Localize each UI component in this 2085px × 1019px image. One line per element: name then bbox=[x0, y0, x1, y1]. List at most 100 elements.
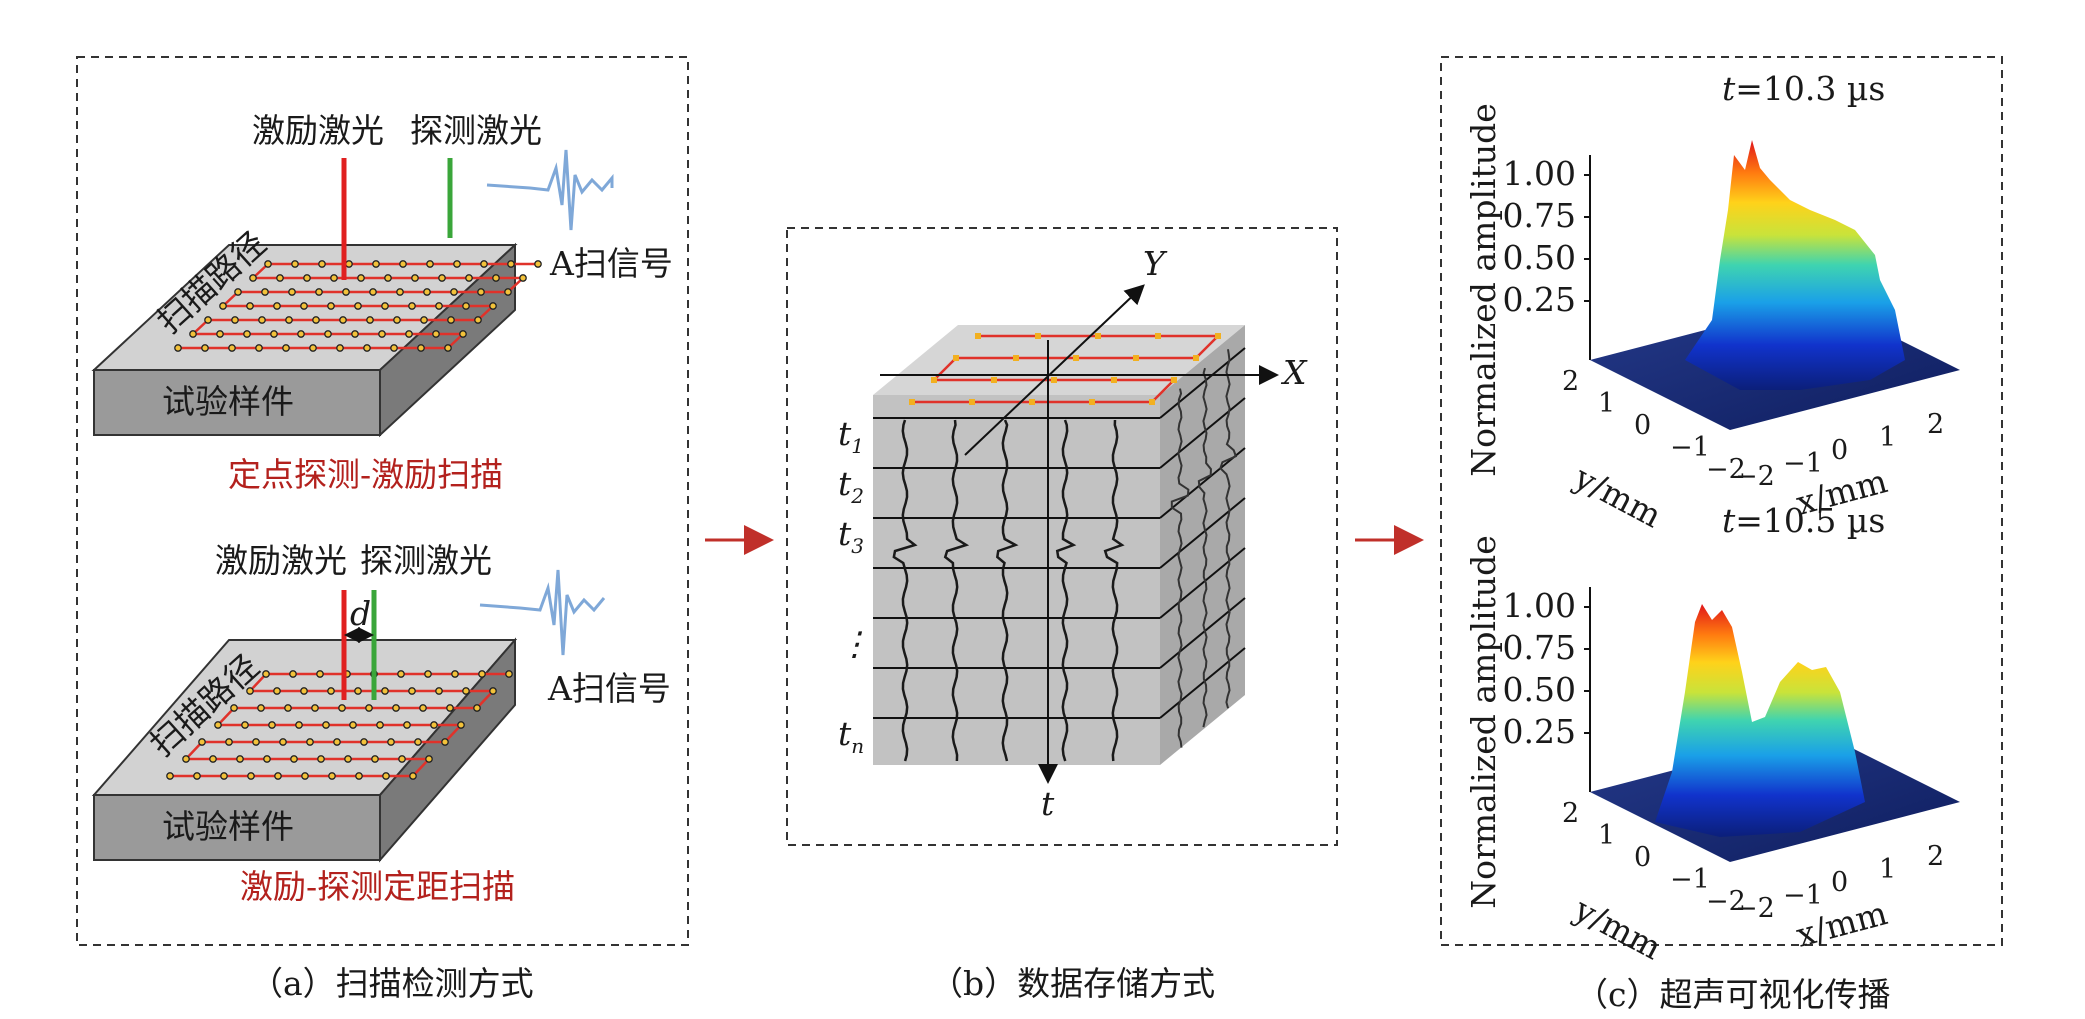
x-tick-label: 1 bbox=[1879, 854, 1896, 885]
ascan-trace bbox=[1170, 388, 1190, 748]
scan-point bbox=[246, 687, 254, 695]
cube-slices bbox=[873, 347, 1246, 762]
scan-point bbox=[290, 755, 298, 763]
scan-point bbox=[462, 687, 470, 695]
scan-point bbox=[300, 687, 308, 695]
scan-point bbox=[408, 302, 416, 310]
z-tick-label: 0.25 bbox=[1503, 280, 1576, 319]
ascan-label: A扫信号 bbox=[549, 244, 673, 283]
scan-point bbox=[975, 333, 981, 339]
scan-point bbox=[249, 274, 257, 282]
scan-point bbox=[931, 377, 937, 383]
scan-point bbox=[1051, 377, 1057, 383]
z-tick-label: 0.25 bbox=[1503, 712, 1576, 751]
scan-point bbox=[435, 302, 443, 310]
scan-point bbox=[392, 704, 400, 712]
scan-point bbox=[327, 687, 335, 695]
scan-point bbox=[189, 330, 197, 338]
scan-point bbox=[1215, 333, 1221, 339]
scan-point bbox=[381, 302, 389, 310]
time-subscript: 1 bbox=[851, 434, 864, 458]
bottom-scan-setup: d 激励激光 探测激光 A扫信号 扫描路径 试验样件 激励-探测定距扫描 bbox=[91, 541, 671, 906]
y-axis-label: y/mm bbox=[1567, 457, 1668, 535]
scan-point bbox=[991, 377, 997, 383]
scan-point bbox=[953, 355, 959, 361]
x-tick-label: 0 bbox=[1831, 435, 1848, 466]
method-label: 定点探测-激励扫描 bbox=[228, 455, 503, 494]
scan-point bbox=[387, 738, 395, 746]
y-tick-label: −1 bbox=[1670, 864, 1710, 895]
x-tick-label: −1 bbox=[1783, 880, 1823, 911]
scan-point bbox=[300, 302, 308, 310]
ascan-label: A扫信号 bbox=[547, 669, 671, 708]
time-subscript: n bbox=[851, 734, 864, 758]
scan-point bbox=[306, 738, 314, 746]
scan-point bbox=[279, 738, 287, 746]
panel-b-border bbox=[786, 227, 1338, 846]
scan-point bbox=[342, 288, 350, 296]
scan-point bbox=[371, 755, 379, 763]
x-axis-label: X bbox=[1280, 353, 1308, 392]
y-tick-label: 2 bbox=[1562, 798, 1579, 829]
caption-c: （c）超声可视化传播 bbox=[1575, 975, 1890, 1014]
scan-point bbox=[507, 260, 515, 268]
y-tick-label: 1 bbox=[1598, 820, 1615, 851]
scan-point bbox=[489, 302, 497, 310]
ascan-trace bbox=[1219, 349, 1238, 709]
time-subscript: 3 bbox=[851, 534, 864, 558]
scan-point bbox=[297, 330, 305, 338]
scan-point bbox=[291, 260, 299, 268]
scan-point bbox=[182, 755, 190, 763]
scan-point bbox=[255, 344, 263, 352]
plot-title-t: t bbox=[1722, 501, 1736, 540]
scan-point bbox=[477, 288, 485, 296]
y-tick-label: −2 bbox=[1706, 886, 1746, 917]
scan-point bbox=[285, 316, 293, 324]
scan-point bbox=[381, 687, 389, 695]
scan-point bbox=[489, 687, 497, 695]
scan-point bbox=[344, 755, 352, 763]
scan-point bbox=[174, 344, 182, 352]
x-tick-label: 0 bbox=[1831, 867, 1848, 898]
scan-point bbox=[355, 772, 363, 780]
scan-point bbox=[209, 755, 217, 763]
scan-point bbox=[236, 755, 244, 763]
scan-point bbox=[258, 316, 266, 324]
scan-point bbox=[214, 721, 222, 729]
z-axis-label: Normalized amplitude bbox=[1464, 535, 1503, 909]
scan-point bbox=[414, 738, 422, 746]
time-label: ⋮ bbox=[838, 624, 871, 663]
scan-point bbox=[261, 288, 269, 296]
scan-point bbox=[378, 330, 386, 338]
time-slice-line bbox=[1159, 347, 1246, 419]
scan-point bbox=[432, 330, 440, 338]
time-slice-line bbox=[1159, 647, 1246, 719]
caption-b: （b）数据存储方式 bbox=[930, 964, 1215, 1003]
scan-point bbox=[426, 260, 434, 268]
x-tick-label: −2 bbox=[1735, 893, 1775, 924]
scan-point bbox=[219, 302, 227, 310]
z-tick-label: 1.00 bbox=[1503, 586, 1576, 625]
scan-point bbox=[354, 302, 362, 310]
scan-point bbox=[397, 670, 405, 678]
scan-point bbox=[234, 288, 242, 296]
time-slice-line bbox=[1159, 397, 1246, 469]
scan-point bbox=[398, 755, 406, 763]
scan-point bbox=[204, 316, 212, 324]
scan-point bbox=[330, 274, 338, 282]
scan-point bbox=[318, 260, 326, 268]
scan-point bbox=[390, 344, 398, 352]
scan-point bbox=[264, 260, 272, 268]
scan-point bbox=[424, 670, 432, 678]
scan-point bbox=[231, 316, 239, 324]
plot-title: t=10.5 µs bbox=[1722, 501, 1885, 540]
scan-point bbox=[284, 704, 292, 712]
scan-point bbox=[372, 260, 380, 268]
scan-point bbox=[447, 316, 455, 324]
t-axis-label: t bbox=[1041, 784, 1055, 823]
time-slice-line bbox=[1159, 497, 1246, 569]
y-axis-label: y/mm bbox=[1567, 889, 1668, 967]
scan-point bbox=[474, 316, 482, 324]
scan-point bbox=[909, 399, 915, 405]
